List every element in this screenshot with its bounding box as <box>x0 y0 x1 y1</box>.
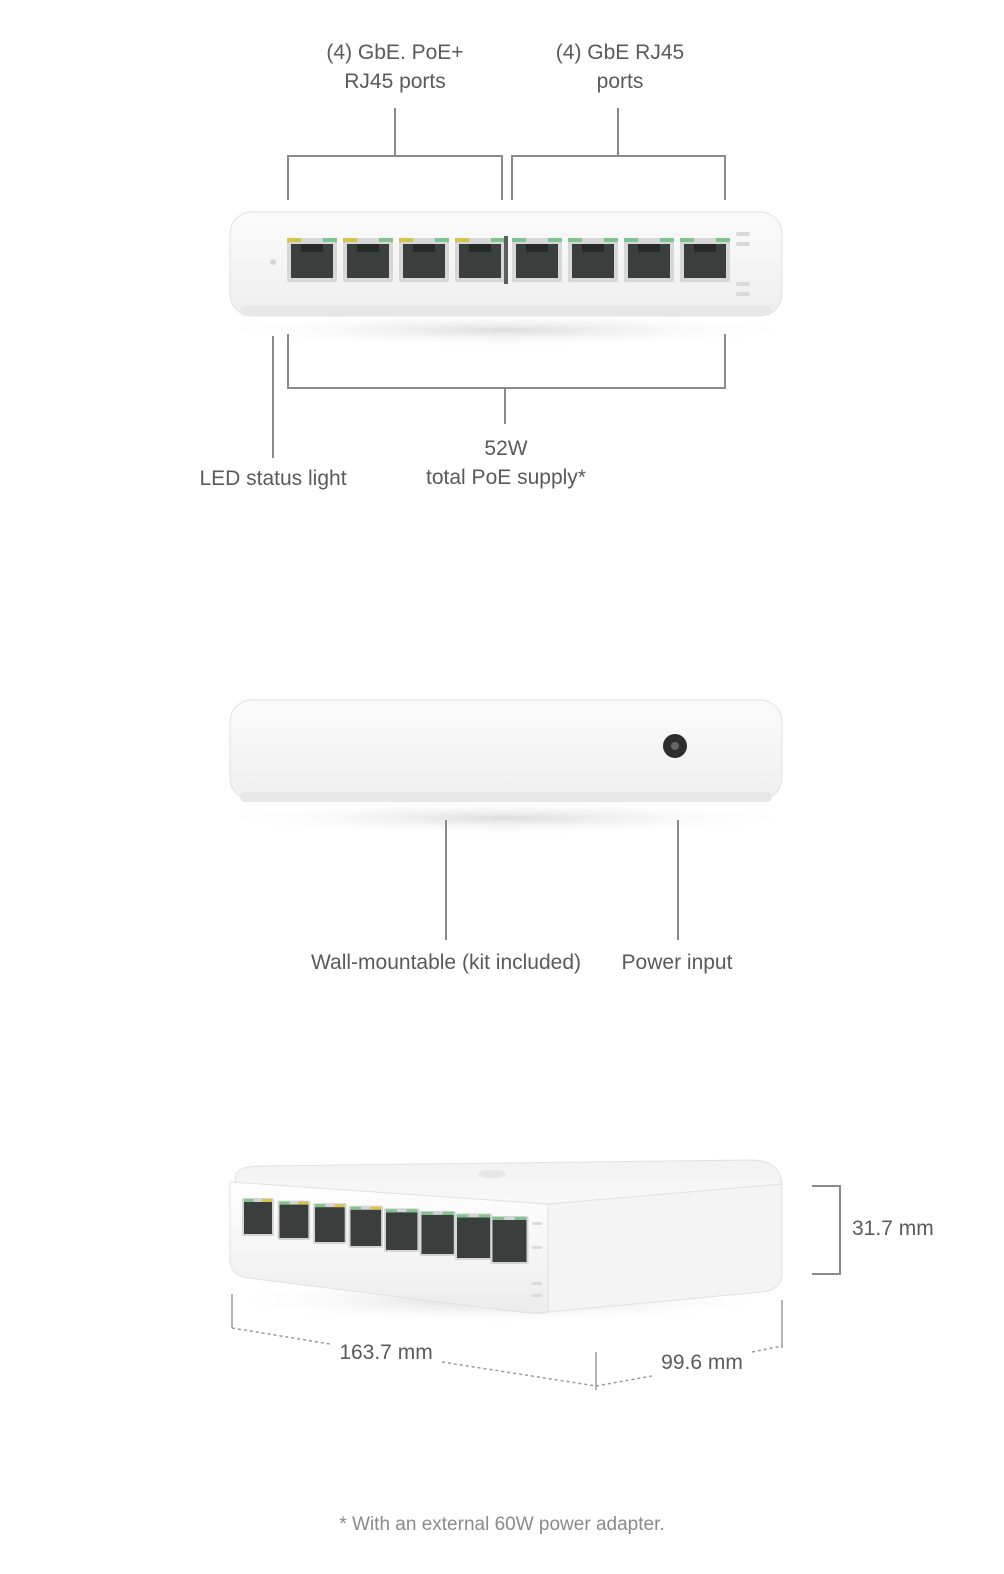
rj45-ports-bracket <box>511 108 726 200</box>
poe-supply-label: 52W total PoE supply* <box>396 434 616 492</box>
rj45-port <box>624 238 674 282</box>
rj45-port <box>568 238 618 282</box>
rj45-port <box>512 238 562 282</box>
device-shadow-back <box>205 800 805 836</box>
device-shadow <box>205 312 805 348</box>
iso-rj45-port <box>313 1203 347 1244</box>
width-dimension-line <box>231 1294 597 1390</box>
poe-ports-label: (4) GbE. PoE+ RJ45 ports <box>300 38 490 96</box>
logo-mark <box>478 1170 506 1178</box>
dimensions-drawing <box>220 1159 841 1390</box>
depth-dimension-line <box>595 1300 783 1387</box>
rj45-port <box>399 238 449 282</box>
rj45-port <box>287 238 337 282</box>
wall-mount-label: Wall-mountable (kit included) <box>311 951 581 974</box>
iso-rj45-port <box>419 1210 456 1256</box>
rj45-ports-label-line2: ports <box>596 70 644 93</box>
front-view-drawing <box>205 108 805 458</box>
led-status-icon <box>270 259 276 265</box>
front-ports <box>287 236 730 284</box>
height-label: 31.7 mm <box>852 1217 934 1240</box>
switch-right-face <box>547 1183 783 1313</box>
back-view-drawing <box>205 699 805 940</box>
led-status-label: LED status light <box>199 467 347 490</box>
iso-ports <box>242 1198 529 1264</box>
rj45-ports-label-line1: (4) GbE RJ45 <box>555 41 685 64</box>
rj45-port <box>343 238 393 282</box>
poe-supply-line2: total PoE supply* <box>426 466 586 489</box>
iso-rj45-port <box>242 1198 274 1236</box>
side-indicators <box>736 232 750 296</box>
iso-rj45-port <box>455 1213 493 1260</box>
poe-ports-label-line1: (4) GbE. PoE+ <box>326 41 464 64</box>
power-input-label: Power input <box>621 951 733 974</box>
rj45-port <box>455 238 505 282</box>
port-group-divider <box>504 236 508 284</box>
iso-side-indicators <box>532 1222 542 1297</box>
poe-supply-bracket <box>287 334 726 424</box>
footnote: * With an external 60W power adapter. <box>339 1514 665 1535</box>
rj45-ports-label: (4) GbE RJ45 ports <box>525 38 715 96</box>
iso-rj45-port <box>384 1208 420 1252</box>
poe-supply-line1: 52W <box>484 437 528 460</box>
width-label: 163.7 mm <box>339 1341 433 1364</box>
iso-rj45-port <box>348 1205 384 1248</box>
depth-label: 99.6 mm <box>661 1351 743 1374</box>
height-bracket <box>812 1185 841 1275</box>
power-port-icon <box>663 734 687 758</box>
iso-rj45-port <box>490 1216 529 1264</box>
iso-rj45-port <box>277 1200 311 1240</box>
poe-ports-label-line2: RJ45 ports <box>344 70 446 93</box>
rj45-port <box>680 238 730 282</box>
poe-ports-bracket <box>287 108 503 200</box>
